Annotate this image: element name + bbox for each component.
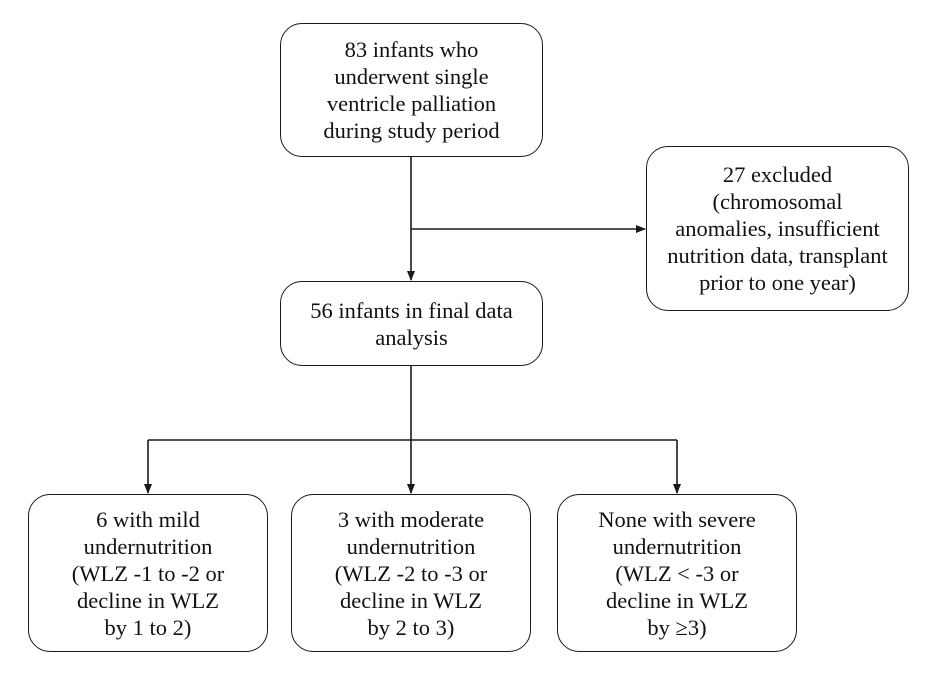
node-start-text: 83 infants who underwent single ventricl… (323, 37, 500, 143)
node-severe-text: None with severe undernutrition (WLZ < -… (598, 506, 756, 640)
node-severe: None with severe undernutrition (WLZ < -… (557, 494, 797, 652)
node-final: 56 infants in final data analysis (280, 281, 543, 366)
node-moderate: 3 with moderate undernutrition (WLZ -2 t… (291, 494, 531, 652)
node-final-text: 56 infants in final data analysis (310, 297, 513, 350)
node-start: 83 infants who underwent single ventricl… (280, 23, 543, 157)
node-mild: 6 with mild undernutrition (WLZ -1 to -2… (28, 494, 268, 652)
node-moderate-text: 3 with moderate undernutrition (WLZ -2 t… (334, 506, 488, 640)
node-mild-text: 6 with mild undernutrition (WLZ -1 to -2… (71, 506, 225, 640)
node-excluded-text: 27 excluded (chromosomal anomalies, insu… (667, 162, 888, 295)
node-excluded: 27 excluded (chromosomal anomalies, insu… (646, 146, 909, 311)
